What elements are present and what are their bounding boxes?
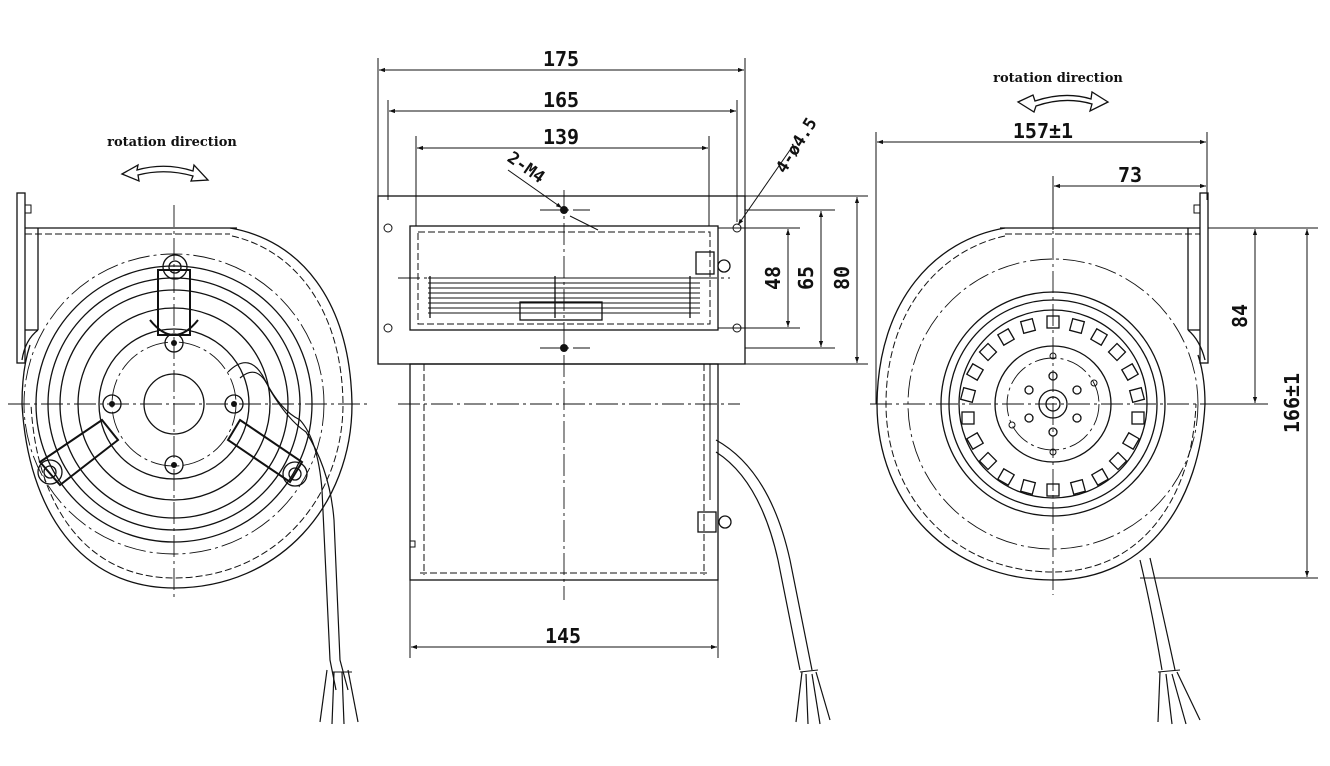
left-scroll-housing	[21, 227, 353, 589]
right-rotation-label: rotation direction	[993, 71, 1123, 86]
left-rotation-arrow-icon	[120, 163, 210, 183]
dim-65: 65	[794, 266, 818, 290]
middle-body	[398, 190, 740, 600]
right-hub-holes	[1008, 352, 1098, 456]
left-motor-arms	[37, 254, 308, 487]
callout-holes: 4-ø4.5	[772, 114, 822, 177]
left-cable	[227, 362, 359, 725]
left-view: rotation direction	[8, 135, 370, 725]
dim-139: 139	[543, 125, 579, 149]
right-cable	[1139, 557, 1201, 725]
dim-175: 175	[543, 47, 579, 71]
middle-cable	[715, 439, 831, 725]
dim-157: 157±1	[1013, 119, 1073, 143]
dim-80: 80	[830, 266, 854, 290]
dim-48: 48	[761, 266, 785, 290]
right-view: rotation direction 157±1 73	[870, 71, 1318, 725]
dim-166: 166±1	[1280, 373, 1304, 433]
dim-165: 165	[543, 88, 579, 112]
right-flange	[1000, 192, 1209, 364]
middle-view: 175 165 139 2-M4 4-ø4.5	[377, 47, 868, 725]
right-rotation-arrow-icon	[1016, 90, 1110, 113]
left-motor-bolts	[102, 333, 244, 475]
dim-84: 84	[1228, 304, 1252, 328]
dim-73: 73	[1118, 163, 1142, 187]
left-rotation-label: rotation direction	[107, 135, 237, 150]
dim-145: 145	[545, 624, 581, 648]
right-scroll-housing	[876, 227, 1206, 581]
right-rivet-ring	[959, 315, 1146, 497]
callout-m4: 2-M4	[503, 148, 548, 188]
left-flange	[16, 192, 237, 364]
